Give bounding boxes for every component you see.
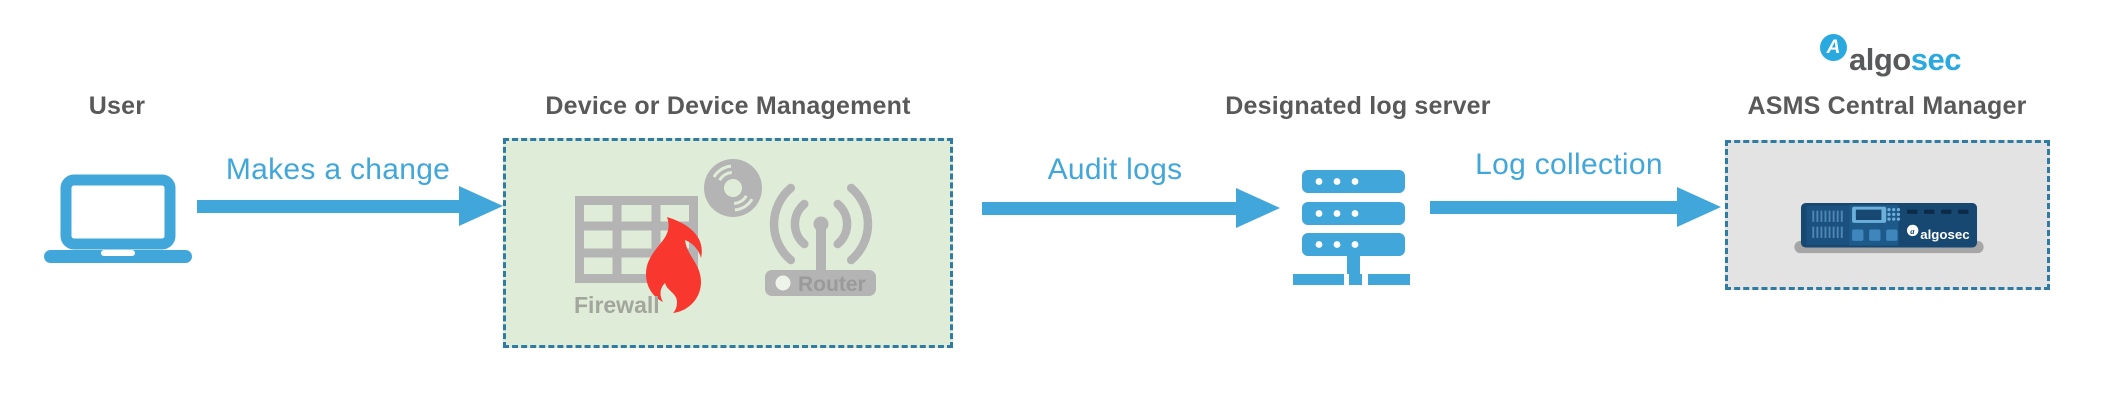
log-server-node-title: Designated log server: [1225, 92, 1491, 120]
laptop-base: [44, 250, 192, 263]
appliance-brand-mark-letter: a: [1910, 226, 1915, 236]
device-zone-icons: Firewall Router: [574, 159, 876, 318]
algosec-logo-text: algosec: [1849, 44, 1961, 75]
flow-label-log-collection: Log collection: [1475, 148, 1663, 181]
device-node-title: Device or Device Management: [545, 92, 911, 120]
arrow-makes-a-change: [197, 200, 459, 213]
arrow-head-makes-a-change-icon: [459, 186, 503, 226]
router-icon: Router: [765, 183, 876, 296]
asms-node-title: ASMS Central Manager: [1747, 92, 2027, 120]
device-zone: Firewall Router: [503, 138, 953, 348]
algosec-logo-text-blue: sec: [1910, 42, 1962, 77]
appliance-dot-grid: [1887, 208, 1901, 221]
arrow-head-log-collection-icon: [1677, 187, 1721, 227]
user-node-title: User: [88, 92, 146, 120]
appliance-buttons: [1852, 229, 1898, 241]
appliance-vents: [1812, 210, 1843, 239]
router-label: Router: [798, 273, 866, 296]
appliance-brand-mark-icon: [1906, 224, 1919, 237]
laptop-base-notch: [101, 250, 135, 256]
firewall-label: Firewall: [574, 292, 660, 318]
flow-label-makes-a-change: Makes a change: [225, 153, 451, 186]
asms-appliance-image: a algosec: [1794, 203, 1984, 254]
appliance-brand-text: algosec: [1920, 227, 1969, 242]
disc-icon: [704, 159, 762, 217]
asms-zone: a algosec: [1725, 140, 2050, 290]
laptop-icon: [44, 174, 192, 263]
algosec-logo: A algosec: [1820, 34, 1961, 75]
algosec-logo-text-dark: algo: [1849, 42, 1911, 77]
arrow-audit-logs: [982, 202, 1236, 215]
appliance-dashes: [1906, 209, 1969, 214]
server-icon: [1293, 170, 1410, 285]
algosec-logo-mark-icon: A: [1820, 34, 1847, 61]
flow-label-audit-logs: Audit logs: [1047, 153, 1183, 186]
arrow-head-audit-logs-icon: [1236, 188, 1280, 228]
flame-icon: [646, 217, 702, 313]
laptop-screen: [60, 174, 176, 250]
arrow-log-collection: [1430, 201, 1677, 214]
